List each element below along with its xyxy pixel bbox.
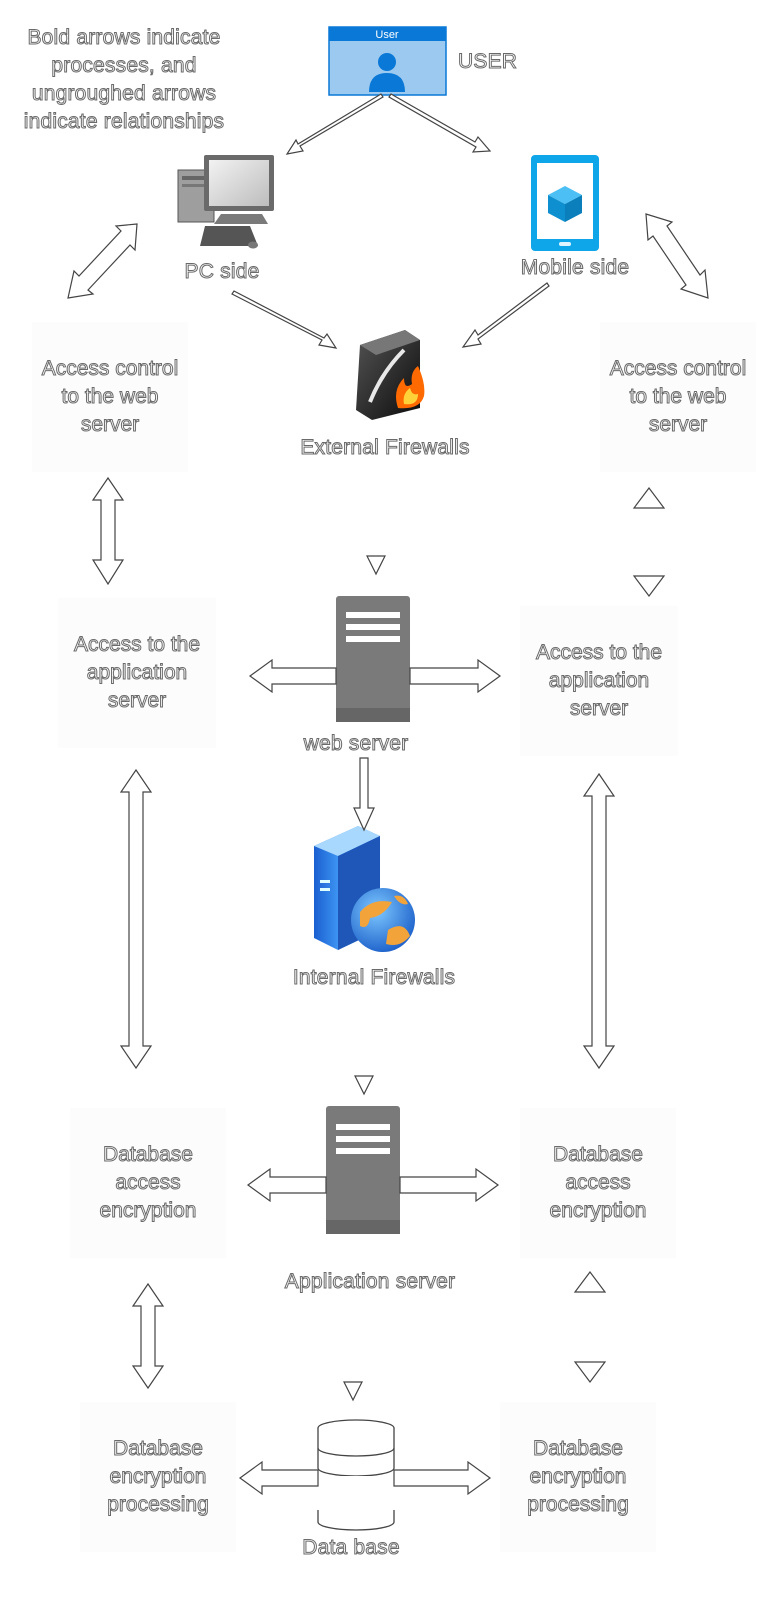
arrow-db-left-to-proc-left (131, 1282, 165, 1390)
arrow-user-to-mobile (388, 93, 492, 153)
arrow-appserver-left (246, 1167, 327, 1203)
arrow-head-right-down-2 (573, 1361, 607, 1383)
access-control-left-box (32, 322, 188, 472)
user-badge: User (375, 29, 399, 41)
access-control-right-text: Access control to the web server (609, 357, 747, 437)
user-label: USER (458, 50, 518, 74)
arrow-webserver-to-internal (353, 757, 375, 832)
external-firewall-label: External Firewalls (300, 436, 470, 460)
arrow-pc-access-control-left (67, 223, 138, 299)
db-proc-left-text: Database encryption processing (107, 1437, 210, 1517)
arrow-head-right-down-1 (632, 575, 666, 597)
db-proc-right-text: Database encryption processing (527, 1437, 630, 1517)
db-proc-left-box (80, 1402, 236, 1552)
arrow-app-left-to-db-left (119, 768, 153, 1070)
arrow-db-right (393, 1460, 492, 1496)
arrow-appserver-right (399, 1167, 500, 1203)
arrow-head-right-up-1 (632, 487, 666, 509)
mobile-side-label: Mobile side (520, 256, 630, 280)
web-server-label: web server (303, 732, 409, 756)
arrow-user-to-pc (285, 93, 384, 155)
arrow-head-appserver-down (343, 1381, 363, 1402)
arrow-ac-left-to-app-left (91, 476, 125, 586)
arrow-head-right-up-2 (573, 1271, 607, 1293)
db-access-left-text: Database access encryption (99, 1143, 197, 1223)
legend-note: Bold arrows indicate processes, and ungr… (23, 26, 225, 134)
pc-icon (177, 155, 274, 249)
mobile-icon (531, 155, 599, 251)
arrow-mobile-access-control-right (645, 213, 709, 299)
arrow-head-internal-down (354, 1075, 374, 1096)
arrow-mobile-to-firewall (461, 282, 550, 348)
application-server-icon (326, 1106, 400, 1234)
pc-side-label: PC side (184, 260, 260, 284)
database-label: Data base (302, 1536, 400, 1560)
access-app-right-text: Access to the application server (535, 641, 663, 721)
arrow-db-left (238, 1460, 319, 1496)
db-access-right-text: Database access encryption (549, 1143, 647, 1223)
arrow-head-firewall-down (366, 555, 386, 576)
access-app-left-text: Access to the application server (73, 633, 201, 713)
access-app-left-box (58, 598, 216, 748)
access-app-right-box (520, 606, 678, 756)
database-icon (312, 1419, 400, 1531)
db-access-left-box (70, 1108, 226, 1258)
application-server-label: Application server (284, 1270, 456, 1294)
user-icon (328, 26, 447, 96)
arrows (67, 93, 709, 1496)
access-control-right-box (600, 322, 756, 472)
db-access-right-box (520, 1108, 676, 1258)
arrow-webserver-right (409, 658, 502, 694)
db-proc-right-box (500, 1402, 656, 1552)
external-firewall-icon (356, 330, 425, 420)
arrow-app-right-to-db-right (582, 772, 616, 1070)
arrow-webserver-left (248, 658, 337, 694)
web-server-icon (336, 596, 410, 722)
arrow-pc-to-firewall (231, 290, 338, 349)
internal-firewall-icon (314, 826, 415, 952)
internal-firewall-label: Internal Firewalls (292, 966, 456, 990)
access-control-left-text: Access control to the web server (41, 357, 179, 437)
